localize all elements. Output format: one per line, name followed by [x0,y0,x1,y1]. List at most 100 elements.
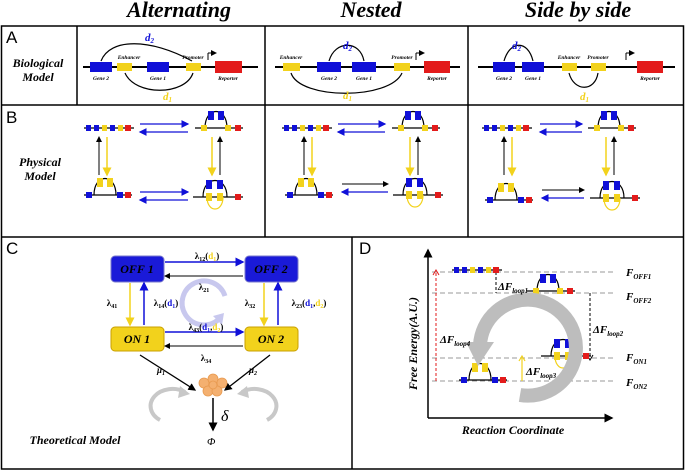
physical-model-alternating [83,110,244,210]
svg-text:λ12(d1): λ12(d1) [195,251,219,263]
label-gene1: Gene 1 [525,76,541,82]
dF-loop3: ΔF [525,366,541,378]
paren-open: ( [164,298,167,308]
svg-text:λ21: λ21 [199,282,209,294]
d2-subscript: 2 [517,45,522,53]
label-promoter: Promoter [391,55,413,61]
paren-open: ( [199,322,202,332]
svg-text:λ34: λ34 [201,353,211,365]
state-on1: ON 1 [124,332,150,346]
d1-label: d [343,90,349,102]
dF-loop1-sub: loop1 [512,287,528,295]
d1-subscript: 1 [586,96,590,104]
F-on1: F [625,352,634,364]
paren-open: ( [205,251,208,261]
svg-text:d2: d2 [343,40,353,53]
state-off2: OFF 2 [254,262,287,276]
cycle-arrow [179,278,228,328]
label-reporter: Reporter [639,76,661,82]
mu-2-sub: 2 [253,371,257,377]
state-on2: ON 2 [258,332,284,346]
lambda-32: λ [245,298,250,308]
bio-model-side-by-side: Gene 2 Gene 1 Enhancer Promoter Reporter… [478,40,675,104]
cycle-arrow-large [473,292,583,403]
paren-close: ) [220,322,223,332]
d-var: d [212,322,217,332]
lambda-14-sub: 14 [158,304,164,310]
F-on2-sub: ON2 [633,383,647,391]
header-nested: Nested [339,0,402,22]
svg-text:d1: d1 [580,91,589,104]
lambda-32-sub: 32 [249,304,255,310]
d1-subscript: 1 [349,95,353,103]
d-sub: 1 [207,328,210,334]
d2-label: d [145,32,151,44]
row-label-biological-2: Model [21,70,54,84]
lambda-43-sub: 43 [193,328,199,334]
free-energy-diagram: Free Energy(A.U.) Reaction Coordinate ΔF… [406,248,652,437]
d2-subscript: 2 [348,45,353,53]
x-axis-label: Reaction Coordinate [461,423,565,437]
delta-label: δ [221,408,229,425]
svg-text:μ1: μ1 [156,365,165,377]
F-off1: F [625,267,634,279]
svg-text:λ23(d1,d2): λ23(d1,d2) [292,298,327,310]
recycle-arrow-left [148,386,190,422]
theoretical-model: OFF 1 OFF 2 ON 1 ON 2 λ12(d1) λ21 λ41 λ1… [107,251,327,448]
svg-text:ΔFloop2: ΔFloop2 [592,324,624,338]
dF-loop4: ΔF [439,334,455,346]
lambda-23: λ [292,298,297,308]
lambda-34-sub: 34 [205,359,211,365]
lambda-41-sub: 41 [111,304,117,310]
paren-open: ( [302,298,305,308]
F-on2: F [625,377,634,389]
label-reporter: Reporter [426,76,448,82]
physical-model-nested [281,110,444,208]
svg-text:d2: d2 [512,40,522,53]
phi-label: Φ [207,436,216,448]
svg-text:FON1: FON1 [625,352,647,366]
label-enhancer: Enhancer [557,55,581,61]
svg-text:FOFF1: FOFF1 [625,267,651,281]
svg-text:d2: d2 [145,32,155,45]
F-on1-sub: ON1 [633,358,647,366]
lambda-23-sub: 23 [296,304,302,310]
row-label-biological-1: Biological [12,56,64,70]
panel-d-label: D [359,239,371,258]
svg-text:d1: d1 [343,90,352,103]
d1-subscript: 1 [169,96,173,104]
d-var: d [202,322,207,332]
label-enhancer: Enhancer [117,55,141,61]
lambda-21-sub: 21 [203,288,209,294]
mu-1: μ [156,365,162,375]
svg-text:λ32: λ32 [245,298,255,310]
lambda-12-sub: 12 [199,257,205,263]
label-reporter: Reporter [217,76,239,82]
paren-close: ) [216,251,219,261]
lambda-34: λ [201,353,206,363]
F-off2-sub: OFF2 [633,297,651,305]
paren-close: ) [323,298,326,308]
label-gene2: Gene 2 [496,76,512,82]
F-off1-sub: OFF1 [633,273,651,281]
protein-cluster [198,373,228,397]
dF-loop1: ΔF [497,281,513,293]
svg-text:λ41: λ41 [107,298,117,310]
paren-close: ) [175,298,178,308]
svg-text:ΔFloop1: ΔFloop1 [497,281,528,295]
comma: , [313,298,315,308]
svg-text:ΔFloop4: ΔFloop4 [439,334,471,348]
svg-text:μ2: μ2 [248,365,257,377]
comma: , [210,322,212,332]
d-sub: 2 [320,304,323,310]
header-alternating: Alternating [125,0,231,22]
label-gene1: Gene 1 [356,76,372,82]
svg-text:d1: d1 [163,91,172,104]
lambda-12: λ [195,251,200,261]
panel-frame [0,25,685,470]
bio-model-nested: Enhancer Gene 2 Gene 1 Promoter Reporter… [275,40,460,103]
mu-1-sub: 1 [162,371,165,377]
d2-label: d [343,40,349,52]
label-promoter: Promoter [587,55,609,61]
